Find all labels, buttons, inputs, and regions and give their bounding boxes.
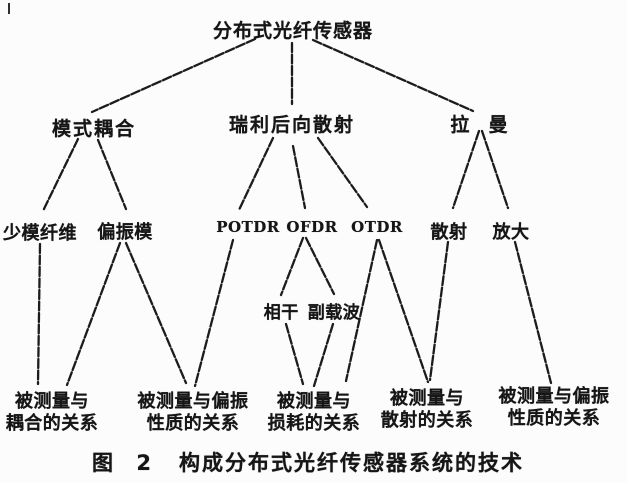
- edge-otdr-rel-loss: [344, 238, 379, 383]
- edge-mode-coupling-few-mode: [41, 137, 80, 213]
- node-rel-scattering: 被测量与散射的关系: [381, 388, 474, 432]
- spacer: [299, 303, 308, 323]
- edge-pol-mode-rel-coupling: [65, 241, 122, 387]
- node-subcarrier: 副载波: [307, 303, 361, 323]
- edge-subcarrier-rel-loss: [312, 322, 335, 388]
- node-root: 分布式光纤传感器: [212, 20, 374, 42]
- rel-loss-line1: 被测量与: [277, 391, 351, 412]
- node-polarization-mode: 偏振模: [97, 222, 153, 243]
- rel-coupling-line1: 被测量与: [15, 391, 89, 412]
- node-amplification: 放大: [492, 222, 530, 243]
- edge-mode-coupling-pol-mode: [96, 138, 128, 211]
- rel-polarization-b-line2: 性质的关系: [507, 408, 601, 429]
- node-few-mode-fiber: 少模纤维: [3, 223, 77, 244]
- node-rel-coupling: 被测量与耦合的关系: [6, 391, 99, 435]
- rel-scattering-line2: 散射的关系: [380, 410, 474, 431]
- edge-rayleigh-ofdr: [291, 144, 307, 210]
- edge-potdr-rel-polarization-a: [193, 238, 235, 388]
- edge-rayleigh-otdr: [316, 136, 369, 209]
- edge-coherent-rel-loss: [284, 322, 305, 386]
- rel-polarization-a-line1: 被测量与偏振: [137, 391, 249, 412]
- edge-root-raman: [311, 38, 475, 113]
- edge-raman-amplification: [480, 129, 510, 210]
- node-coherent: 相干: [263, 303, 299, 323]
- rel-polarization-b-line1: 被测量与偏振: [498, 386, 610, 407]
- edge-rayleigh-potdr: [237, 136, 275, 212]
- rel-loss-line2: 损耗的关系: [267, 413, 361, 434]
- node-mode-coupling: 模式耦合: [51, 118, 137, 140]
- edge-few-mode-rel-coupling: [36, 242, 42, 386]
- scan-artifact: [8, 3, 10, 14]
- caption-title: 构成分布式光纤传感器系统的技术: [178, 451, 524, 475]
- edge-otdr-rel-scattering: [377, 238, 430, 384]
- node-otdr: OTDR: [351, 218, 403, 236]
- node-coherent-subcarrier: 相干 副载波: [264, 298, 361, 323]
- node-potdr: POTDR: [216, 218, 280, 236]
- node-rel-polarization-a: 被测量与偏振性质的关系: [138, 391, 249, 435]
- node-rel-loss: 被测量与损耗的关系: [268, 391, 361, 435]
- edge-root-mode-coupling: [90, 37, 257, 114]
- rel-scattering-line1: 被测量与: [390, 388, 464, 409]
- figure-caption: 图 2 构成分布式光纤传感器系统的技术: [92, 447, 524, 477]
- edge-ofdr-subcarrier: [304, 236, 336, 296]
- edge-ofdr-coherent: [279, 236, 305, 297]
- node-ofdr: OFDR: [286, 218, 338, 236]
- edge-pol-mode-rel-polarization-a: [124, 241, 188, 385]
- caption-number: 图 2: [92, 451, 159, 475]
- edge-amplification-rel-polarization-b: [513, 240, 553, 385]
- node-rel-polarization-b: 被测量与偏振性质的关系: [499, 386, 610, 430]
- rel-polarization-a-line2: 性质的关系: [146, 413, 240, 434]
- edge-raman-scattering: [451, 129, 481, 210]
- edge-scattering-rel-scattering: [428, 240, 450, 382]
- node-raman: 拉 曼: [450, 114, 510, 136]
- node-scattering: 散射: [430, 222, 468, 243]
- node-rayleigh: 瑞利后向散射: [228, 114, 356, 136]
- rel-coupling-line2: 耦合的关系: [5, 413, 99, 434]
